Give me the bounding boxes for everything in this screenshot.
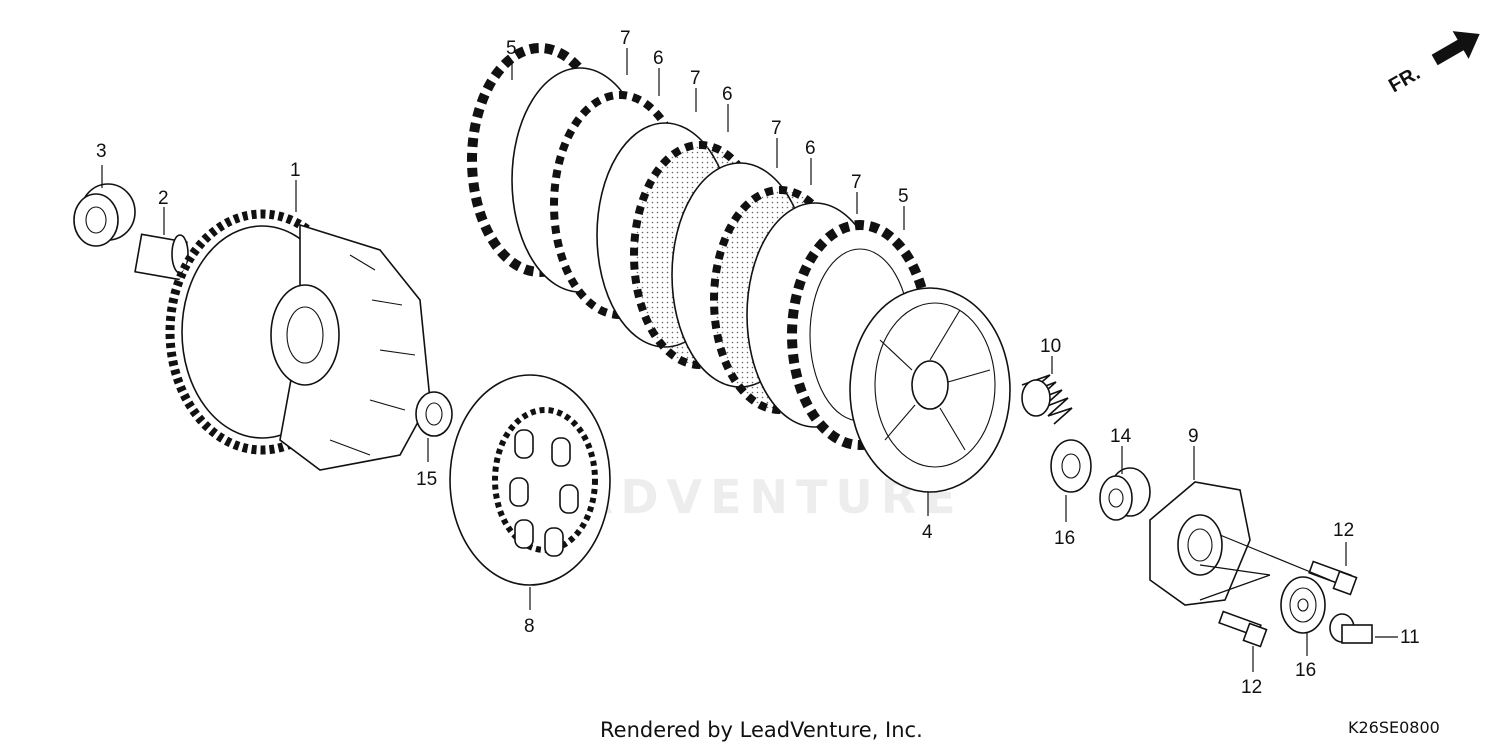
part-label-1: 1	[290, 160, 301, 181]
part-label-11: 11	[1400, 627, 1420, 648]
render-credit: Rendered by LeadVenture, Inc.	[600, 718, 923, 742]
part-label-12-upper: 12	[1333, 520, 1354, 541]
part-label-4: 4	[922, 522, 933, 543]
part-label-16: 16	[1295, 660, 1316, 681]
part-label-13: 14	[1110, 426, 1132, 447]
part-12-bolt-upper	[1308, 560, 1358, 596]
part-label-7-first: 7	[620, 28, 631, 49]
part-label-6-third: 6	[805, 138, 816, 159]
part-label-6-first: 6	[653, 48, 664, 69]
diagram-code: K26SE0800	[1348, 718, 1440, 737]
part-9-lifter-plate	[1149, 481, 1251, 606]
part-13-collar	[1099, 467, 1151, 521]
part-12-bolt-lower	[1218, 610, 1268, 648]
part-label-15: 16	[1054, 528, 1075, 549]
part-label-3: 3	[96, 141, 107, 162]
part-8-pressure-plate	[449, 374, 611, 586]
direction-label: FR.	[1385, 62, 1424, 97]
part-label-7-fourth: 7	[851, 172, 862, 193]
part-label-2: 2	[158, 188, 169, 209]
part-11-lifter-pin	[1329, 613, 1373, 644]
part-label-8: 8	[524, 616, 535, 637]
part-label-12-lower: 12	[1241, 677, 1262, 698]
part-10-spring	[1021, 374, 1073, 425]
part-label-5-top: 5	[506, 38, 517, 59]
front-direction-arrow: FR.	[1385, 31, 1480, 97]
part-label-10: 10	[1040, 336, 1061, 357]
part-14-washer	[415, 391, 453, 437]
part-label-6-second: 6	[722, 84, 733, 105]
part-label-14: 15	[416, 469, 437, 490]
part-label-7-third: 7	[771, 118, 782, 139]
part-label-5-bottom: 5	[898, 186, 909, 207]
part-16-bearing	[1280, 576, 1326, 634]
part-3-collar	[73, 183, 136, 247]
part-4-clutch-center	[849, 287, 1011, 493]
leader-lines	[101, 48, 1398, 672]
part-label-7-second: 7	[690, 68, 701, 89]
part-label-9: 9	[1188, 426, 1199, 447]
part-labels: 3 2 1 5 7 6 7 6 7 6 7 5 15 8 4 10 14 16 …	[96, 28, 1420, 698]
part-1-clutch-outer	[165, 209, 431, 471]
part-15-washer	[1050, 439, 1092, 493]
